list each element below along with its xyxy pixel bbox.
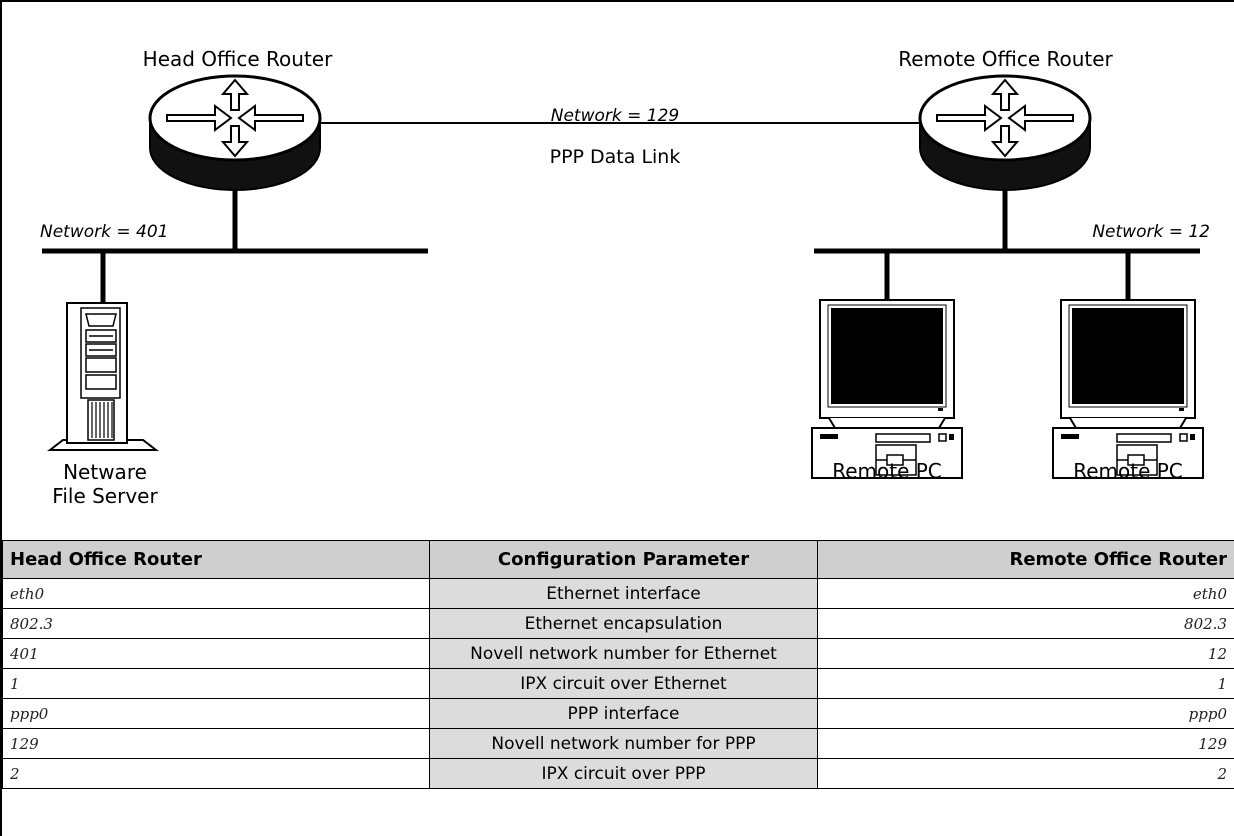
ppp-link-label: PPP Data Link xyxy=(549,146,681,168)
parameter-cell: Ethernet encapsulation xyxy=(429,608,818,639)
table-row: 2 IPX circuit over PPP 2 xyxy=(2,758,1234,789)
head-value-cell: eth0 xyxy=(2,578,430,609)
table-header-row: Head Office Router Configuration Paramet… xyxy=(2,540,1234,579)
server-label-line2: File Server xyxy=(52,484,158,508)
ppp-network-label: Network = 129 xyxy=(550,106,680,126)
remote-value-cell: 1 xyxy=(817,668,1234,699)
remote-pc-2-icon xyxy=(1052,299,1204,479)
table-row: 401 Novell network number for Ethernet 1… xyxy=(2,638,1234,669)
remote-router-label: Remote Office Router xyxy=(898,47,1113,71)
file-server-icon xyxy=(47,302,159,451)
network-lines xyxy=(42,122,1200,303)
remote-value-cell: ppp0 xyxy=(817,698,1234,729)
remote-pc-1-label: Remote PC xyxy=(832,459,942,483)
parameter-cell: IPX circuit over Ethernet xyxy=(429,668,818,699)
head-value-cell: 2 xyxy=(2,758,430,789)
remote-value-cell: eth0 xyxy=(817,578,1234,609)
header-head-office: Head Office Router xyxy=(2,540,430,579)
table-row: 1 IPX circuit over Ethernet 1 xyxy=(2,668,1234,699)
remote-network-label: Network = 12 xyxy=(1092,222,1210,242)
remote-office-router-icon xyxy=(918,74,1092,192)
table-row: 802.3 Ethernet encapsulation 802.3 xyxy=(2,608,1234,639)
parameter-cell: Novell network number for PPP xyxy=(429,728,818,759)
head-value-cell: 401 xyxy=(2,638,430,669)
parameter-cell: IPX circuit over PPP xyxy=(429,758,818,789)
head-value-cell: 1 xyxy=(2,668,430,699)
remote-value-cell: 2 xyxy=(817,758,1234,789)
server-label-line1: Netware xyxy=(63,460,147,484)
head-value-cell: 802.3 xyxy=(2,608,430,639)
remote-value-cell: 802.3 xyxy=(817,608,1234,639)
table-row: 129 Novell network number for PPP 129 xyxy=(2,728,1234,759)
remote-pc-1-icon xyxy=(811,299,963,479)
table-row: eth0 Ethernet interface eth0 xyxy=(2,578,1234,609)
network-diagram xyxy=(42,74,1204,479)
parameter-cell: Novell network number for Ethernet xyxy=(429,638,818,669)
table-row: ppp0 PPP interface ppp0 xyxy=(2,698,1234,729)
configuration-table: Head Office Router Configuration Paramet… xyxy=(2,540,1234,789)
header-config-parameter: Configuration Parameter xyxy=(429,540,818,579)
remote-value-cell: 129 xyxy=(817,728,1234,759)
head-network-label: Network = 401 xyxy=(40,222,169,242)
header-remote-office: Remote Office Router xyxy=(817,540,1234,579)
head-router-label: Head Office Router xyxy=(142,47,333,71)
remote-value-cell: 12 xyxy=(817,638,1234,669)
head-value-cell: ppp0 xyxy=(2,698,430,729)
parameter-cell: Ethernet interface xyxy=(429,578,818,609)
parameter-cell: PPP interface xyxy=(429,698,818,729)
head-value-cell: 129 xyxy=(2,728,430,759)
head-office-router-icon xyxy=(148,74,322,192)
remote-pc-2-label: Remote PC xyxy=(1073,459,1183,483)
